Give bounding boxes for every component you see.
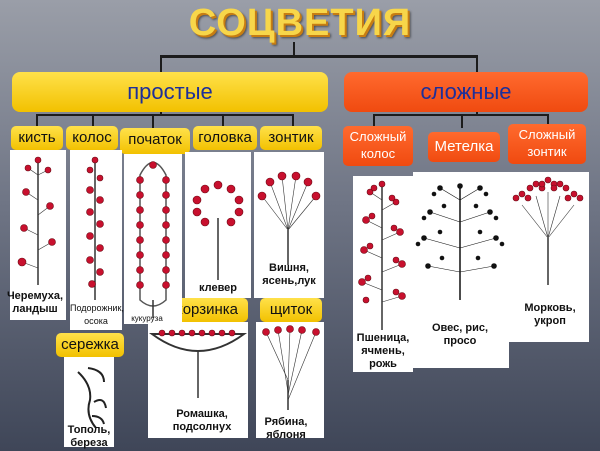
head-drawing bbox=[192, 180, 244, 280]
label-compound-umbel: Сложный зонтик bbox=[508, 124, 586, 164]
caption-panicle: Овес, рис, просо bbox=[431, 322, 489, 347]
compound-umbel-drawing bbox=[512, 176, 584, 285]
tick-compound-umbel bbox=[547, 114, 549, 126]
raceme-drawing bbox=[17, 156, 56, 285]
connector-simple-down bbox=[160, 110, 162, 115]
category-complex: сложные bbox=[344, 72, 588, 112]
basket-drawing bbox=[148, 329, 248, 398]
connector-title-down bbox=[293, 42, 295, 56]
card-spadix bbox=[124, 154, 182, 324]
caption-umbel: Вишня, ясень,лук bbox=[262, 262, 316, 287]
spike-drawing bbox=[86, 156, 104, 300]
label-umbel: зонтик bbox=[260, 126, 322, 150]
catkin-drawing bbox=[77, 367, 107, 429]
card-panicle bbox=[413, 172, 509, 368]
label-corymb: щиток bbox=[260, 298, 322, 322]
card-compound-umbel bbox=[509, 172, 589, 342]
label-catkin: сережка bbox=[56, 333, 124, 357]
category-simple: простые bbox=[12, 72, 328, 112]
label-panicle: Метелка bbox=[428, 132, 500, 162]
tick-spike bbox=[92, 114, 94, 126]
label-head: головка bbox=[193, 126, 257, 150]
card-corymb bbox=[256, 322, 324, 438]
tick-panicle bbox=[461, 114, 463, 128]
umbel-drawing bbox=[257, 171, 321, 265]
caption-compound-umbel: Морковь, укроп bbox=[524, 302, 576, 327]
label-spadix: початок bbox=[120, 128, 190, 154]
caption-basket: Ромашка, подсолнух bbox=[172, 408, 232, 433]
corymb-drawing bbox=[262, 325, 320, 410]
label-raceme: кисть bbox=[11, 126, 63, 150]
caption-raceme: Черемуха, ландыш bbox=[6, 290, 64, 315]
caption-head: клевер bbox=[198, 282, 238, 294]
label-compound-spike: Сложный колос bbox=[343, 126, 413, 166]
caption-compound-spike: Пшеница, ячмень, рожь bbox=[356, 332, 410, 370]
diagram-title: СОЦВЕТИЯ bbox=[188, 2, 412, 44]
connector-complex-down bbox=[476, 110, 478, 115]
spadix-drawing bbox=[136, 161, 170, 318]
tick-compound-spike bbox=[373, 114, 375, 126]
tick-umbel bbox=[292, 114, 294, 126]
caption-catkin: Тополь, береза bbox=[67, 424, 111, 449]
tick-raceme bbox=[36, 114, 38, 126]
card-compound-spike bbox=[353, 176, 413, 372]
connector-to-simple bbox=[160, 55, 162, 73]
panicle-drawing bbox=[415, 183, 505, 300]
tick-spadix bbox=[152, 114, 154, 128]
tick-head bbox=[222, 114, 224, 126]
card-spike bbox=[70, 150, 122, 330]
caption-corymb: Рябина, яблоня bbox=[264, 416, 308, 441]
compound-spike-drawing bbox=[358, 180, 406, 330]
connector-to-complex bbox=[476, 55, 478, 73]
connector-top-bar bbox=[160, 55, 478, 58]
caption-spadix: кукуруза bbox=[131, 314, 163, 323]
caption-spike: Подорожник, осока bbox=[70, 303, 124, 326]
connector-simple-bar bbox=[36, 114, 294, 116]
label-spike: колос bbox=[66, 126, 118, 150]
